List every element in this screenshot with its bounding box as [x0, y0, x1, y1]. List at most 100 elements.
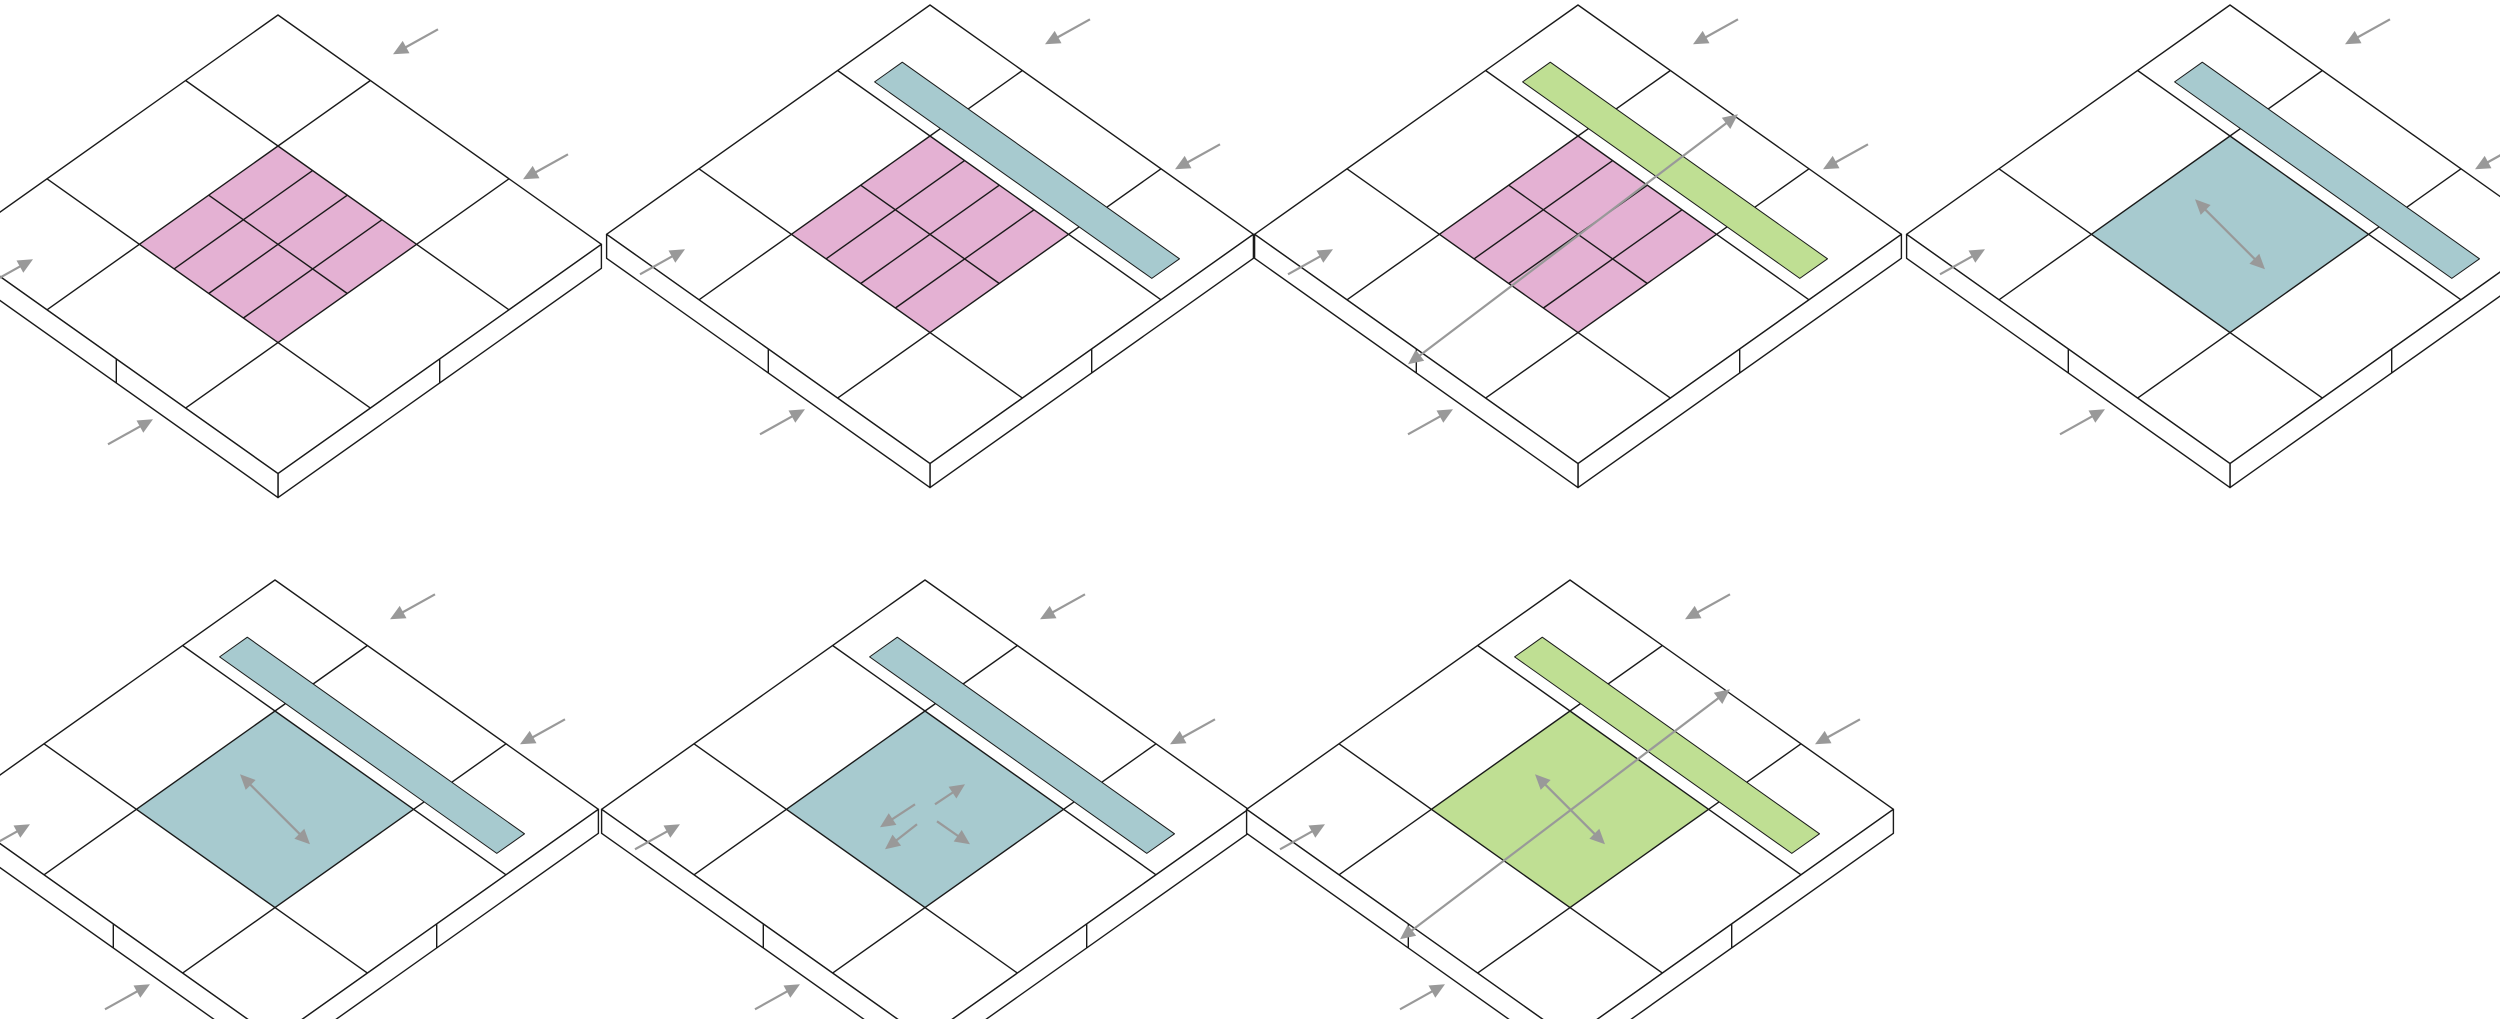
arrow-shaft — [2202, 207, 2258, 262]
approach-arrow-east — [1175, 143, 1221, 170]
arrow-head — [1428, 984, 1445, 998]
slab-side-left — [0, 275, 279, 499]
wing-joint — [2229, 332, 2323, 399]
wing-joint — [832, 644, 926, 712]
arrow-shaft — [0, 264, 24, 279]
arrow-head — [523, 165, 540, 180]
walkway-strip — [869, 636, 1175, 854]
approach-arrow-south — [1407, 409, 1453, 436]
wing-joint — [2137, 332, 2231, 399]
approach-arrow-north — [1685, 593, 1731, 620]
approach-arrow-east — [1170, 718, 1216, 745]
arrow-head — [393, 40, 410, 55]
arrow-shaft — [402, 28, 439, 50]
arrow-head — [1316, 249, 1333, 263]
arrow-shaft — [1279, 829, 1316, 851]
walkway-strip — [1514, 636, 1820, 854]
arrow-shaft — [759, 414, 796, 436]
arrow-shaft — [1416, 120, 1730, 358]
arrow-head — [1436, 409, 1453, 423]
courtyard-movement-arrow — [934, 784, 965, 806]
wing-joint — [43, 743, 137, 810]
approach-arrow-north — [393, 28, 439, 55]
arrow-head — [133, 984, 150, 998]
arrow-head — [885, 834, 902, 850]
arrow-shaft — [0, 829, 21, 843]
arrow-head — [668, 249, 685, 263]
through-route-arrow — [1408, 114, 1738, 365]
wing-joint — [1338, 808, 1432, 876]
wing-joint — [277, 79, 371, 147]
slab-side-right — [1596, 808, 1895, 1019]
approach-arrow-west — [639, 249, 685, 276]
wing-joint — [837, 69, 931, 137]
courtyard-movement-arrow — [885, 823, 918, 850]
courtyard — [785, 710, 1065, 909]
wing-joint — [46, 178, 140, 245]
approach-arrow-east — [523, 153, 569, 180]
wing-joint — [1708, 808, 1802, 876]
approach-arrow-south — [759, 409, 805, 436]
wing-joint — [693, 808, 787, 876]
arrow-head — [948, 784, 965, 799]
block-joint — [860, 184, 1000, 285]
arrow-head — [783, 984, 800, 998]
arrow-shaft — [1832, 143, 1869, 165]
approach-arrow-east — [2475, 154, 2500, 170]
arrow-head — [136, 419, 153, 433]
arrow-shaft — [639, 254, 676, 276]
arrow-head — [2345, 30, 2362, 45]
wing-joint — [274, 907, 368, 974]
arrow-shaft — [1694, 593, 1731, 615]
arrow-head — [2195, 199, 2211, 215]
wing-joint — [182, 907, 276, 974]
approach-arrow-south — [107, 419, 153, 446]
approach-arrow-west — [1287, 249, 1333, 276]
arrow-head — [1170, 730, 1187, 745]
approach-arrow-south — [2059, 409, 2105, 436]
arrow-head — [390, 605, 407, 620]
arrow-shaft — [936, 820, 961, 839]
slab-side-left — [600, 808, 899, 1019]
wing-joint — [413, 808, 507, 876]
arrow-head — [294, 828, 310, 845]
arrow-shaft — [2059, 414, 2096, 436]
wing-joint — [1477, 907, 1571, 974]
panel-5 — [0, 579, 600, 1019]
walkway-strip — [1522, 61, 1828, 279]
courtyard-movement-arrow — [880, 803, 916, 828]
arrow-head — [16, 259, 33, 273]
arrow-head — [1968, 249, 1985, 263]
arrow-shaft — [1824, 718, 1861, 740]
arrow-head — [880, 813, 897, 828]
wing-joint — [1485, 332, 1579, 399]
panel-4 — [1905, 4, 2500, 489]
approach-arrow-south — [104, 984, 150, 1011]
arrow-shaft — [247, 782, 303, 837]
arrow-head — [2475, 155, 2492, 170]
arrow-shaft — [1407, 414, 1444, 436]
panel-1 — [0, 14, 603, 499]
wing-joint — [1569, 907, 1663, 974]
wing-joint — [1346, 233, 1440, 301]
arrow-shaft — [1054, 18, 1091, 40]
approach-arrow-west — [634, 824, 680, 851]
arrow-shaft — [2354, 18, 2391, 40]
arrow-head — [953, 830, 970, 845]
wing-joint — [693, 743, 787, 810]
walkway-strip — [874, 61, 1180, 279]
arrow-shaft — [1702, 18, 1739, 40]
wing-joint — [698, 168, 792, 235]
approach-arrow-west — [0, 259, 33, 279]
wing-joint — [185, 342, 279, 409]
arrow-head — [1535, 774, 1551, 790]
wing-joint — [2368, 233, 2462, 301]
arrow-head — [1400, 924, 1417, 940]
approach-arrow-south — [754, 984, 800, 1011]
wing-joint — [1998, 168, 2092, 235]
arrow-head — [1175, 155, 1192, 170]
arrow-shaft — [1399, 989, 1436, 1011]
arrow-head — [1693, 30, 1710, 45]
arrow-head — [1713, 689, 1730, 704]
